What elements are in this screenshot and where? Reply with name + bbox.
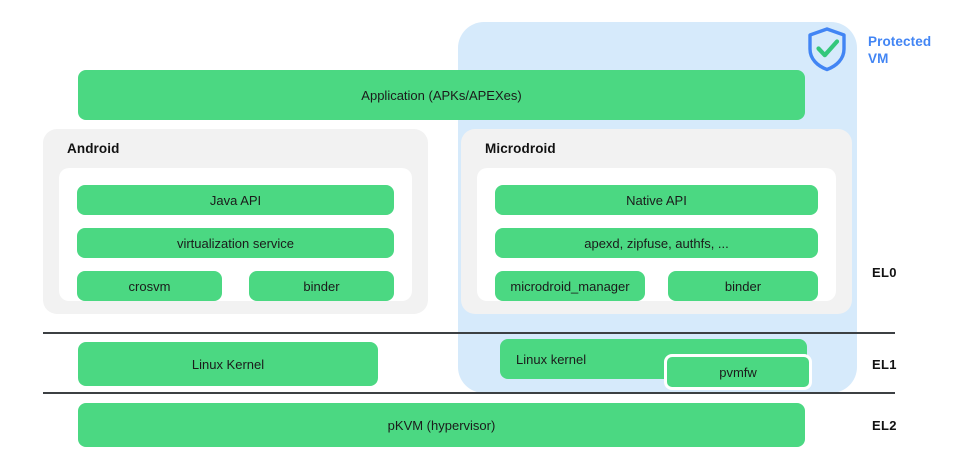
shield-check-icon (805, 26, 849, 72)
pkvm-hypervisor-label: pKVM (hypervisor) (387, 417, 496, 433)
microdroid-binder-bar: binder (668, 271, 818, 301)
exception-level-label-el2: EL2 (872, 418, 897, 433)
android-title: Android (67, 141, 120, 156)
exception-level-label-el1: EL1 (872, 357, 897, 372)
application-label: Application (APKs/APEXes) (361, 87, 522, 103)
android-java-api-label: Java API (209, 192, 262, 208)
android-virtualization-service-bar: virtualization service (77, 228, 394, 258)
pvmfw-bar: pvmfw (664, 354, 812, 390)
microdroid-manager-label: microdroid_manager (510, 278, 630, 294)
android-crosvm-label: crosvm (128, 278, 171, 294)
microdroid-binder-label: binder (724, 278, 762, 294)
android-linux-kernel-bar: Linux Kernel (78, 342, 378, 386)
android-linux-kernel-label: Linux Kernel (191, 356, 265, 372)
microdroid-services-bar: apexd, zipfuse, authfs, ... (495, 228, 818, 258)
microdroid-inner-panel: Native API apexd, zipfuse, authfs, ... m… (477, 168, 836, 301)
protected-vm-label: Protected VM (868, 33, 954, 67)
pkvm-hypervisor-bar: pKVM (hypervisor) (78, 403, 805, 447)
pvmfw-label: pvmfw (719, 364, 757, 380)
microdroid-group: Microdroid Native API apexd, zipfuse, au… (461, 129, 852, 314)
android-java-api-bar: Java API (77, 185, 394, 215)
microdroid-title: Microdroid (485, 141, 556, 156)
microdroid-manager-bar: microdroid_manager (495, 271, 645, 301)
protected-vm-label-line1: Protected (868, 34, 932, 49)
microdroid-linux-kernel-label: Linux kernel (516, 351, 587, 367)
microdroid-services-label: apexd, zipfuse, authfs, ... (584, 235, 729, 251)
android-virtualization-service-label: virtualization service (176, 235, 295, 251)
application-bar: Application (APKs/APEXes) (78, 70, 805, 120)
android-inner-panel: Java API virtualization service crosvm b… (59, 168, 412, 301)
el1-el2-divider (43, 392, 895, 394)
protected-vm-label-line2: VM (868, 51, 889, 66)
el0-el1-divider (43, 332, 895, 334)
exception-level-label-el0: EL0 (872, 265, 897, 280)
android-crosvm-bar: crosvm (77, 271, 222, 301)
microdroid-native-api-label: Native API (626, 192, 687, 208)
microdroid-native-api-bar: Native API (495, 185, 818, 215)
android-binder-label: binder (303, 278, 340, 294)
android-group: Android Java API virtualization service … (43, 129, 428, 314)
android-binder-bar: binder (249, 271, 394, 301)
